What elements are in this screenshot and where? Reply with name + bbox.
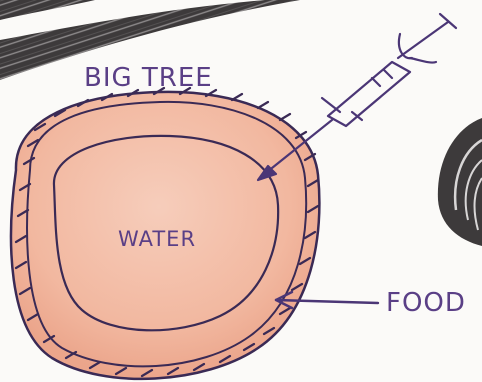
- syringe-icon: [258, 14, 456, 180]
- neighbour-tree-fragment: [438, 118, 482, 246]
- water-label: WATER: [118, 227, 196, 251]
- food-label: FOOD: [386, 288, 466, 318]
- diagram-title: BIG TREE: [84, 63, 213, 93]
